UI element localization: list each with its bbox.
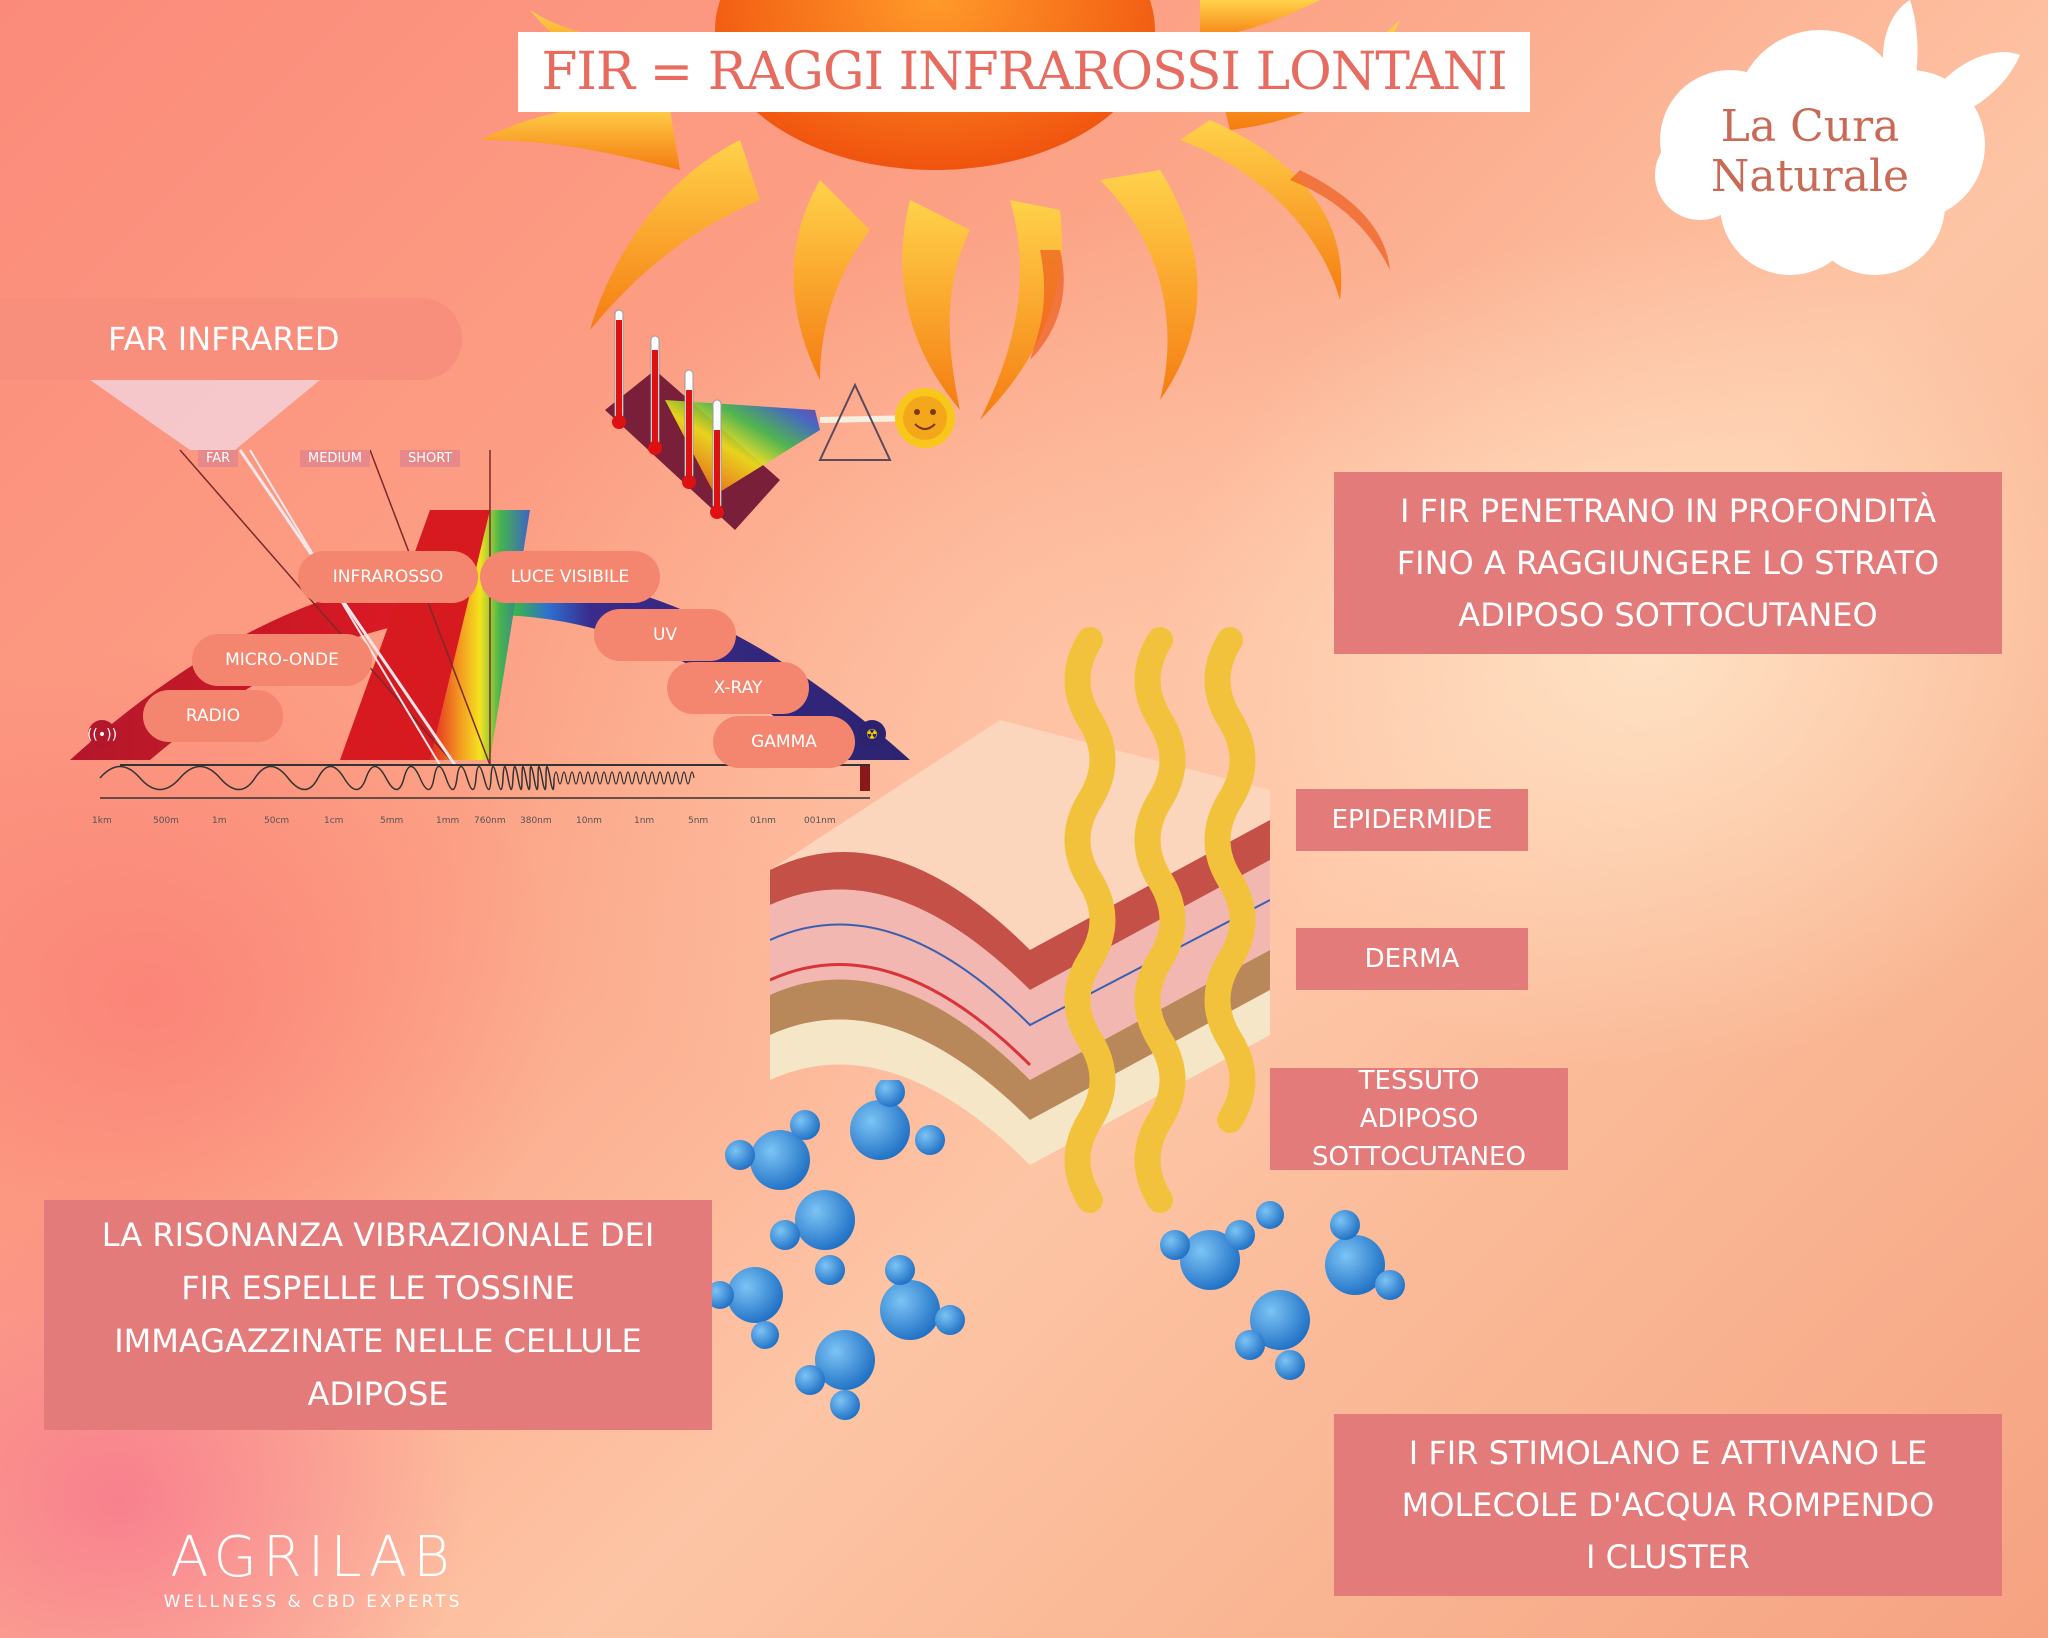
tick-label: 1km bbox=[92, 816, 112, 826]
info-fir-water-molecules: I FIR STIMOLANO E ATTIVANO LE MOLECOLE D… bbox=[1334, 1414, 2002, 1596]
agrilab-logo: AGRILAB WELLNESS & CBD EXPERTS bbox=[148, 1525, 478, 1613]
brand-badge-line2: Naturale bbox=[1710, 151, 1910, 202]
page-title-text: FIR = RAGGI INFRAROSSI LONTANI bbox=[541, 42, 1507, 102]
logo-tagline: WELLNESS & CBD EXPERTS bbox=[163, 1592, 463, 1612]
pill-luce-visibile: LUCE VISIBILE bbox=[480, 551, 660, 603]
layer-label-line: SOTTOCUTANEO bbox=[1312, 1142, 1526, 1172]
layer-derma: DERMA bbox=[1296, 928, 1528, 990]
prism-experiment-illustration bbox=[605, 309, 955, 530]
info-line: I CLUSTER bbox=[1586, 1538, 1750, 1576]
info-line: LA RISONANZA VIBRAZIONALE DEI bbox=[101, 1216, 655, 1254]
tick-label: 001nm bbox=[804, 816, 836, 826]
brand-badge: La Cura Naturale bbox=[1660, 102, 1960, 202]
water-molecules-illustration bbox=[706, 1080, 1405, 1420]
info-line: I FIR STIMOLANO E ATTIVANO LE bbox=[1408, 1434, 1928, 1472]
brand-badge-line1: La Cura bbox=[1720, 101, 1900, 152]
layer-label: EPIDERMIDE bbox=[1331, 805, 1493, 835]
info-fir-penetration: I FIR PENETRANO IN PROFONDITÀ FINO A RAG… bbox=[1334, 472, 2002, 654]
info-line: FINO A RAGGIUNGERE LO STRATO bbox=[1396, 544, 1940, 582]
info-line: FIR ESPELLE LE TOSSINE bbox=[181, 1269, 575, 1307]
layer-epidermide: EPIDERMIDE bbox=[1296, 789, 1528, 851]
tick-label: 1mm bbox=[436, 816, 460, 826]
skin-cross-section-illustration bbox=[770, 627, 1270, 1213]
svg-text:☢: ☢ bbox=[866, 727, 879, 743]
layer-tessuto-adiposo: TESSUTO ADIPOSO SOTTOCUTANEO bbox=[1270, 1066, 1568, 1172]
tick-label: 1m bbox=[212, 816, 227, 826]
logo-name: AGRILAB bbox=[170, 1525, 456, 1590]
svg-text:((•)): ((•)) bbox=[87, 727, 117, 743]
pill-infrarosso: INFRAROSSO bbox=[298, 551, 478, 603]
info-fir-resonance: LA RISONANZA VIBRAZIONALE DEI FIR ESPELL… bbox=[44, 1200, 712, 1430]
brand-badge-cloud-icon bbox=[1655, 0, 2020, 275]
layer-label-line: ADIPOSO bbox=[1359, 1104, 1479, 1134]
band-medium: MEDIUM bbox=[300, 450, 371, 467]
tick-label: 760nm bbox=[474, 816, 506, 826]
far-infrared-beam bbox=[90, 380, 320, 450]
tick-label: 1cm bbox=[324, 816, 344, 826]
pill-radio: RADIO bbox=[143, 690, 283, 742]
pill-uv: UV bbox=[594, 609, 736, 661]
tick-label: 380nm bbox=[520, 816, 552, 826]
band-far: FAR bbox=[198, 450, 239, 467]
pill-gamma: GAMMA bbox=[713, 716, 855, 768]
info-line: MOLECOLE D'ACQUA ROMPENDO bbox=[1401, 1486, 1935, 1524]
layer-label: DERMA bbox=[1364, 944, 1460, 974]
info-line: ADIPOSO SOTTOCUTANEO bbox=[1458, 596, 1878, 634]
tick-label: 1nm bbox=[634, 816, 655, 826]
tick-label: 10nm bbox=[576, 816, 602, 826]
tick-label: 500m bbox=[153, 816, 179, 826]
info-line: ADIPOSE bbox=[307, 1375, 449, 1413]
band-short: SHORT bbox=[400, 450, 461, 467]
pill-x-ray: X-RAY bbox=[667, 662, 809, 714]
tick-label: 5nm bbox=[688, 816, 709, 826]
page-title: FIR = RAGGI INFRAROSSI LONTANI bbox=[518, 32, 1530, 112]
info-line: I FIR PENETRANO IN PROFONDITÀ bbox=[1399, 492, 1937, 530]
tick-label: 5mm bbox=[380, 816, 404, 826]
layer-label-line: TESSUTO bbox=[1358, 1066, 1480, 1096]
info-line: IMMAGAZZINATE NELLE CELLULE bbox=[114, 1322, 642, 1360]
pill-micro-onde: MICRO-ONDE bbox=[192, 634, 372, 686]
far-infrared-label: FAR INFRARED bbox=[0, 298, 462, 380]
far-infrared-label-text: FAR INFRARED bbox=[108, 320, 340, 358]
tick-label: 01nm bbox=[750, 816, 776, 826]
tick-label: 50cm bbox=[264, 816, 290, 826]
